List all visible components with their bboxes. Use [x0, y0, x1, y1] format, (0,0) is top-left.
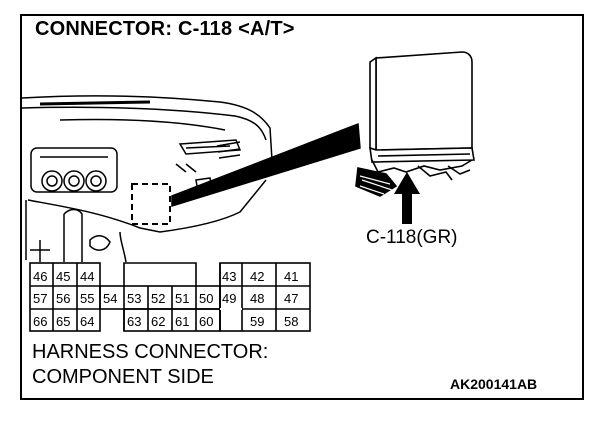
- pin-labels: 46 45 44 43 42 41 57 56 55 54 53 52 51 5…: [33, 269, 298, 329]
- pin-48: 48: [250, 291, 264, 306]
- connector-module-icon: [355, 51, 475, 197]
- pin-49: 49: [222, 291, 236, 306]
- pin-63: 63: [127, 314, 141, 329]
- pin-56: 56: [56, 291, 70, 306]
- dashboard-illustration: [21, 95, 361, 263]
- pin-41: 41: [284, 269, 298, 284]
- pin-65: 65: [56, 314, 70, 329]
- pin-61: 61: [175, 314, 189, 329]
- pin-62: 62: [151, 314, 165, 329]
- pin-54: 54: [103, 291, 117, 306]
- diagram-frame: [20, 14, 584, 400]
- pin-46: 46: [33, 269, 47, 284]
- pin-52: 52: [151, 291, 165, 306]
- pin-43: 43: [222, 269, 236, 284]
- connector-id-label: C-118(GR): [366, 227, 458, 248]
- component-side-label: COMPONENT SIDE: [32, 366, 214, 388]
- pin-66: 66: [33, 314, 47, 329]
- pin-45: 45: [56, 269, 70, 284]
- pointer-arrow-icon: [394, 172, 420, 224]
- pin-grid: [29, 262, 311, 332]
- pin-57: 57: [33, 291, 47, 306]
- harness-connector-label: HARNESS CONNECTOR:: [32, 341, 269, 363]
- pin-59: 59: [250, 314, 264, 329]
- pin-60: 60: [199, 314, 213, 329]
- pin-64: 64: [80, 314, 94, 329]
- pin-51: 51: [175, 291, 189, 306]
- pin-53: 53: [127, 291, 141, 306]
- pin-55: 55: [80, 291, 94, 306]
- pin-44: 44: [80, 269, 94, 284]
- reference-code: AK200141AB: [450, 376, 538, 392]
- pin-42: 42: [250, 269, 264, 284]
- pin-50: 50: [199, 291, 213, 306]
- pin-47: 47: [284, 291, 298, 306]
- pin-58: 58: [284, 314, 298, 329]
- diagram-title: CONNECTOR: C-118 <A/T>: [35, 18, 295, 40]
